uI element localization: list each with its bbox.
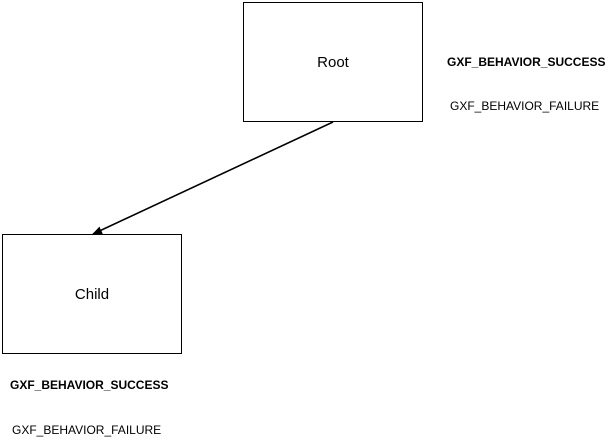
child-node-label: Child (74, 285, 110, 303)
root-node: Root (243, 2, 423, 122)
root-success-status: GXF_BEHAVIOR_SUCCESS (447, 55, 606, 69)
child-node: Child (2, 234, 182, 354)
child-success-status: GXF_BEHAVIOR_SUCCESS (10, 378, 169, 392)
root-node-label: Root (317, 53, 349, 71)
child-failure-status: GXF_BEHAVIOR_FAILURE (12, 423, 162, 437)
root-to-child-arrow (92, 121, 334, 235)
root-failure-status: GXF_BEHAVIOR_FAILURE (450, 99, 600, 113)
